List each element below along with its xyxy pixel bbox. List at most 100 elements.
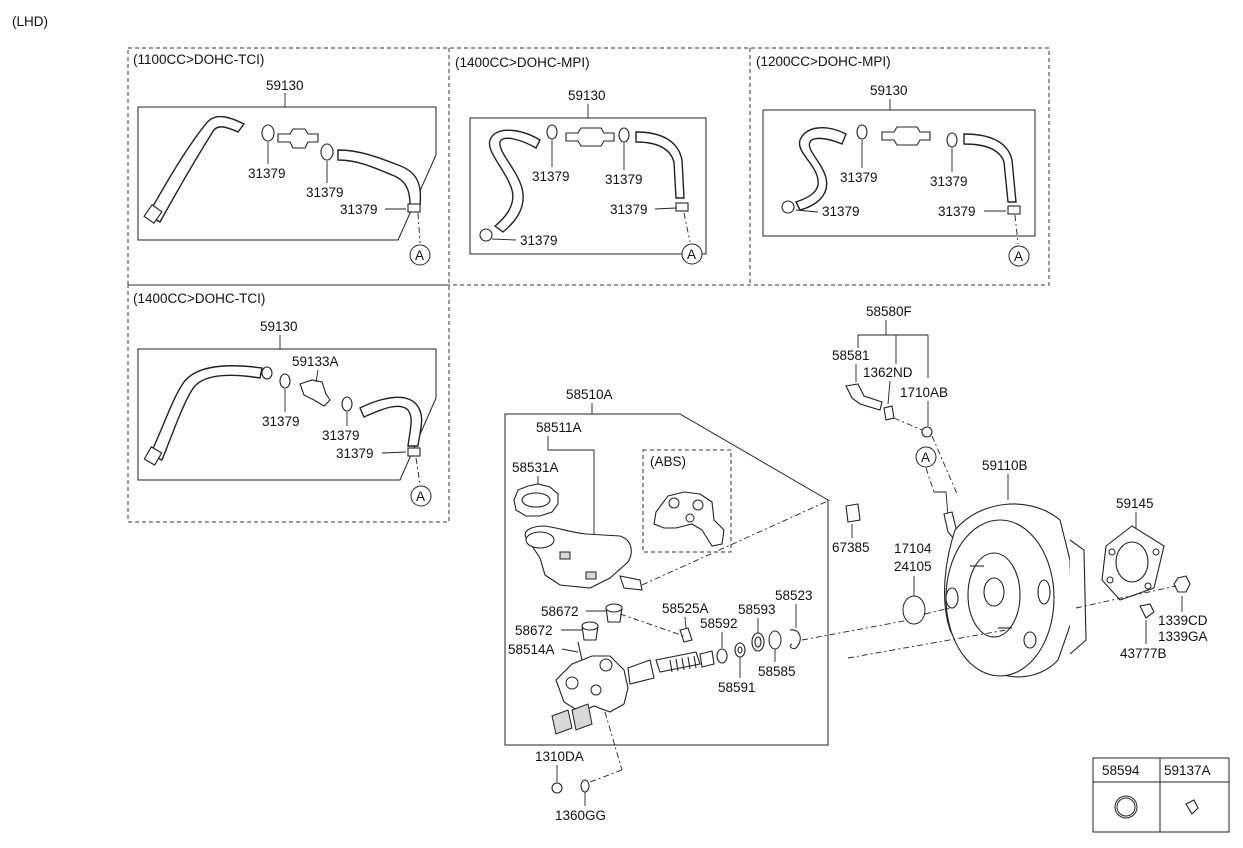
part-label-1310da[interactable]: 1310DA	[535, 749, 584, 764]
clip	[341, 396, 353, 412]
part-label-31379[interactable]: 31379	[610, 202, 648, 217]
part-label-67385[interactable]: 67385	[832, 540, 870, 555]
part-label-59130[interactable]: 59130	[568, 88, 606, 103]
part-label-31379[interactable]: 31379	[248, 166, 286, 181]
part-label-31379[interactable]: 31379	[605, 172, 643, 187]
part-label-58514a[interactable]: 58514A	[508, 642, 555, 657]
part-label-58523[interactable]: 58523	[775, 588, 813, 603]
vacuum-hose	[795, 127, 847, 211]
hose-end	[143, 204, 163, 224]
panel-title: (1100CC>DOHC-TCI)	[133, 52, 264, 67]
part-label-58511a[interactable]: 58511A	[536, 420, 582, 435]
master-cylinder-group: 58510A 58511A 58531A (ABS) 67385 58672 5…	[504, 387, 921, 823]
vacuum-hose	[963, 133, 1017, 203]
seal	[716, 648, 728, 664]
part-label-58531a[interactable]: 58531A	[512, 460, 559, 475]
clip	[320, 143, 334, 161]
part-label-43777b[interactable]: 43777B	[1120, 646, 1167, 661]
part-label-58510a[interactable]: 58510A	[566, 387, 613, 402]
spring	[669, 655, 697, 673]
hose-clip	[407, 203, 421, 213]
retainer	[768, 630, 782, 650]
part-label-59130[interactable]: 59130	[870, 83, 908, 98]
legend-table: 58594 59137A	[1092, 757, 1230, 833]
part-label-31379[interactable]: 31379	[520, 233, 558, 248]
part-label-1360gg[interactable]: 1360GG	[555, 808, 606, 823]
clip-icon	[1185, 799, 1199, 815]
abs-inset	[642, 449, 732, 553]
ref-letter: A	[921, 450, 930, 465]
part-label-31379[interactable]: 31379	[930, 174, 968, 189]
hose-clip	[407, 447, 421, 457]
piston	[655, 651, 701, 673]
vacuum-hose	[337, 149, 422, 206]
o-ring	[902, 595, 926, 625]
snap-ring	[789, 629, 801, 650]
clip	[261, 124, 275, 142]
part-label-59130[interactable]: 59130	[266, 78, 304, 93]
part-label-59133a[interactable]: 59133A	[292, 354, 339, 369]
part-label-1362nd[interactable]: 1362ND	[863, 365, 913, 380]
clip	[946, 132, 958, 148]
part-label-1710ab[interactable]: 1710AB	[900, 385, 948, 400]
part-label-31379[interactable]: 31379	[938, 204, 976, 219]
panel-title: (1200CC>DOHC-MPI)	[756, 54, 891, 69]
part-label-58585[interactable]: 58585	[758, 664, 796, 679]
grommet	[883, 405, 895, 421]
panel-1400cc-tci: (1400CC>DOHC-TCI) 59130 59133A 31379 313…	[133, 291, 437, 507]
ref-marker-a	[410, 485, 432, 507]
cup-67385	[845, 503, 861, 523]
part-label-59130[interactable]: 59130	[260, 319, 298, 334]
ref-letter: A	[1014, 249, 1023, 264]
check-valve	[565, 127, 615, 147]
clamp	[921, 426, 933, 438]
part-label-31379[interactable]: 31379	[532, 169, 570, 184]
legend-cell-58594[interactable]: 58594	[1102, 763, 1140, 778]
nut	[551, 782, 563, 794]
ref-marker-a	[409, 244, 431, 266]
part-label-31379[interactable]: 31379	[822, 204, 860, 219]
part-label-58581[interactable]: 58581	[832, 348, 870, 363]
hose-clip	[261, 366, 273, 380]
part-label-58525a[interactable]: 58525A	[662, 601, 709, 616]
part-label-31379[interactable]: 31379	[262, 414, 300, 429]
nut	[1173, 575, 1191, 593]
vacuum-hose	[359, 396, 423, 447]
part-label-17104[interactable]: 17104	[894, 541, 932, 556]
vacuum-hose	[635, 131, 685, 199]
master-cylinder-box	[504, 413, 829, 746]
part-label-1339cd[interactable]: 1339CD	[1158, 613, 1208, 628]
variant-frames	[127, 47, 1050, 523]
part-label-31379[interactable]: 31379	[340, 202, 378, 217]
legend-cell-59137a[interactable]: 59137A	[1164, 763, 1211, 778]
panel-box	[762, 109, 1036, 237]
part-label-58580f[interactable]: 58580F	[866, 304, 912, 319]
part-label-58591[interactable]: 58591	[718, 680, 756, 695]
part-label-58672[interactable]: 58672	[541, 604, 579, 619]
ref-letter: A	[687, 247, 696, 262]
panel-1200cc-mpi: (1200CC>DOHC-MPI) 59130 31379 31379 3137…	[756, 54, 1036, 267]
ref-letter: A	[415, 248, 424, 263]
ref-marker-a	[915, 446, 937, 468]
clip	[618, 127, 630, 143]
clip	[856, 124, 868, 140]
ref-marker-a	[1008, 245, 1030, 267]
clip	[781, 200, 795, 214]
clip	[546, 124, 558, 140]
part-label-59110b[interactable]: 59110B	[982, 458, 1028, 473]
clip	[279, 373, 291, 389]
vacuum-hose	[149, 365, 263, 461]
part-label-58593[interactable]: 58593	[738, 602, 776, 617]
hose-clip	[675, 202, 689, 212]
part-label-58672[interactable]: 58672	[515, 623, 553, 638]
part-label-58592[interactable]: 58592	[700, 616, 738, 631]
part-label-31379[interactable]: 31379	[306, 185, 344, 200]
part-label-31379[interactable]: 31379	[336, 446, 374, 461]
part-label-59145[interactable]: 59145	[1116, 496, 1154, 511]
ref-letter: A	[416, 489, 425, 504]
check-valve	[845, 383, 883, 411]
part-label-31379[interactable]: 31379	[322, 428, 360, 443]
part-label-31379[interactable]: 31379	[840, 170, 878, 185]
part-label-1339ga[interactable]: 1339GA	[1158, 629, 1208, 644]
part-label-24105[interactable]: 24105	[894, 559, 932, 574]
